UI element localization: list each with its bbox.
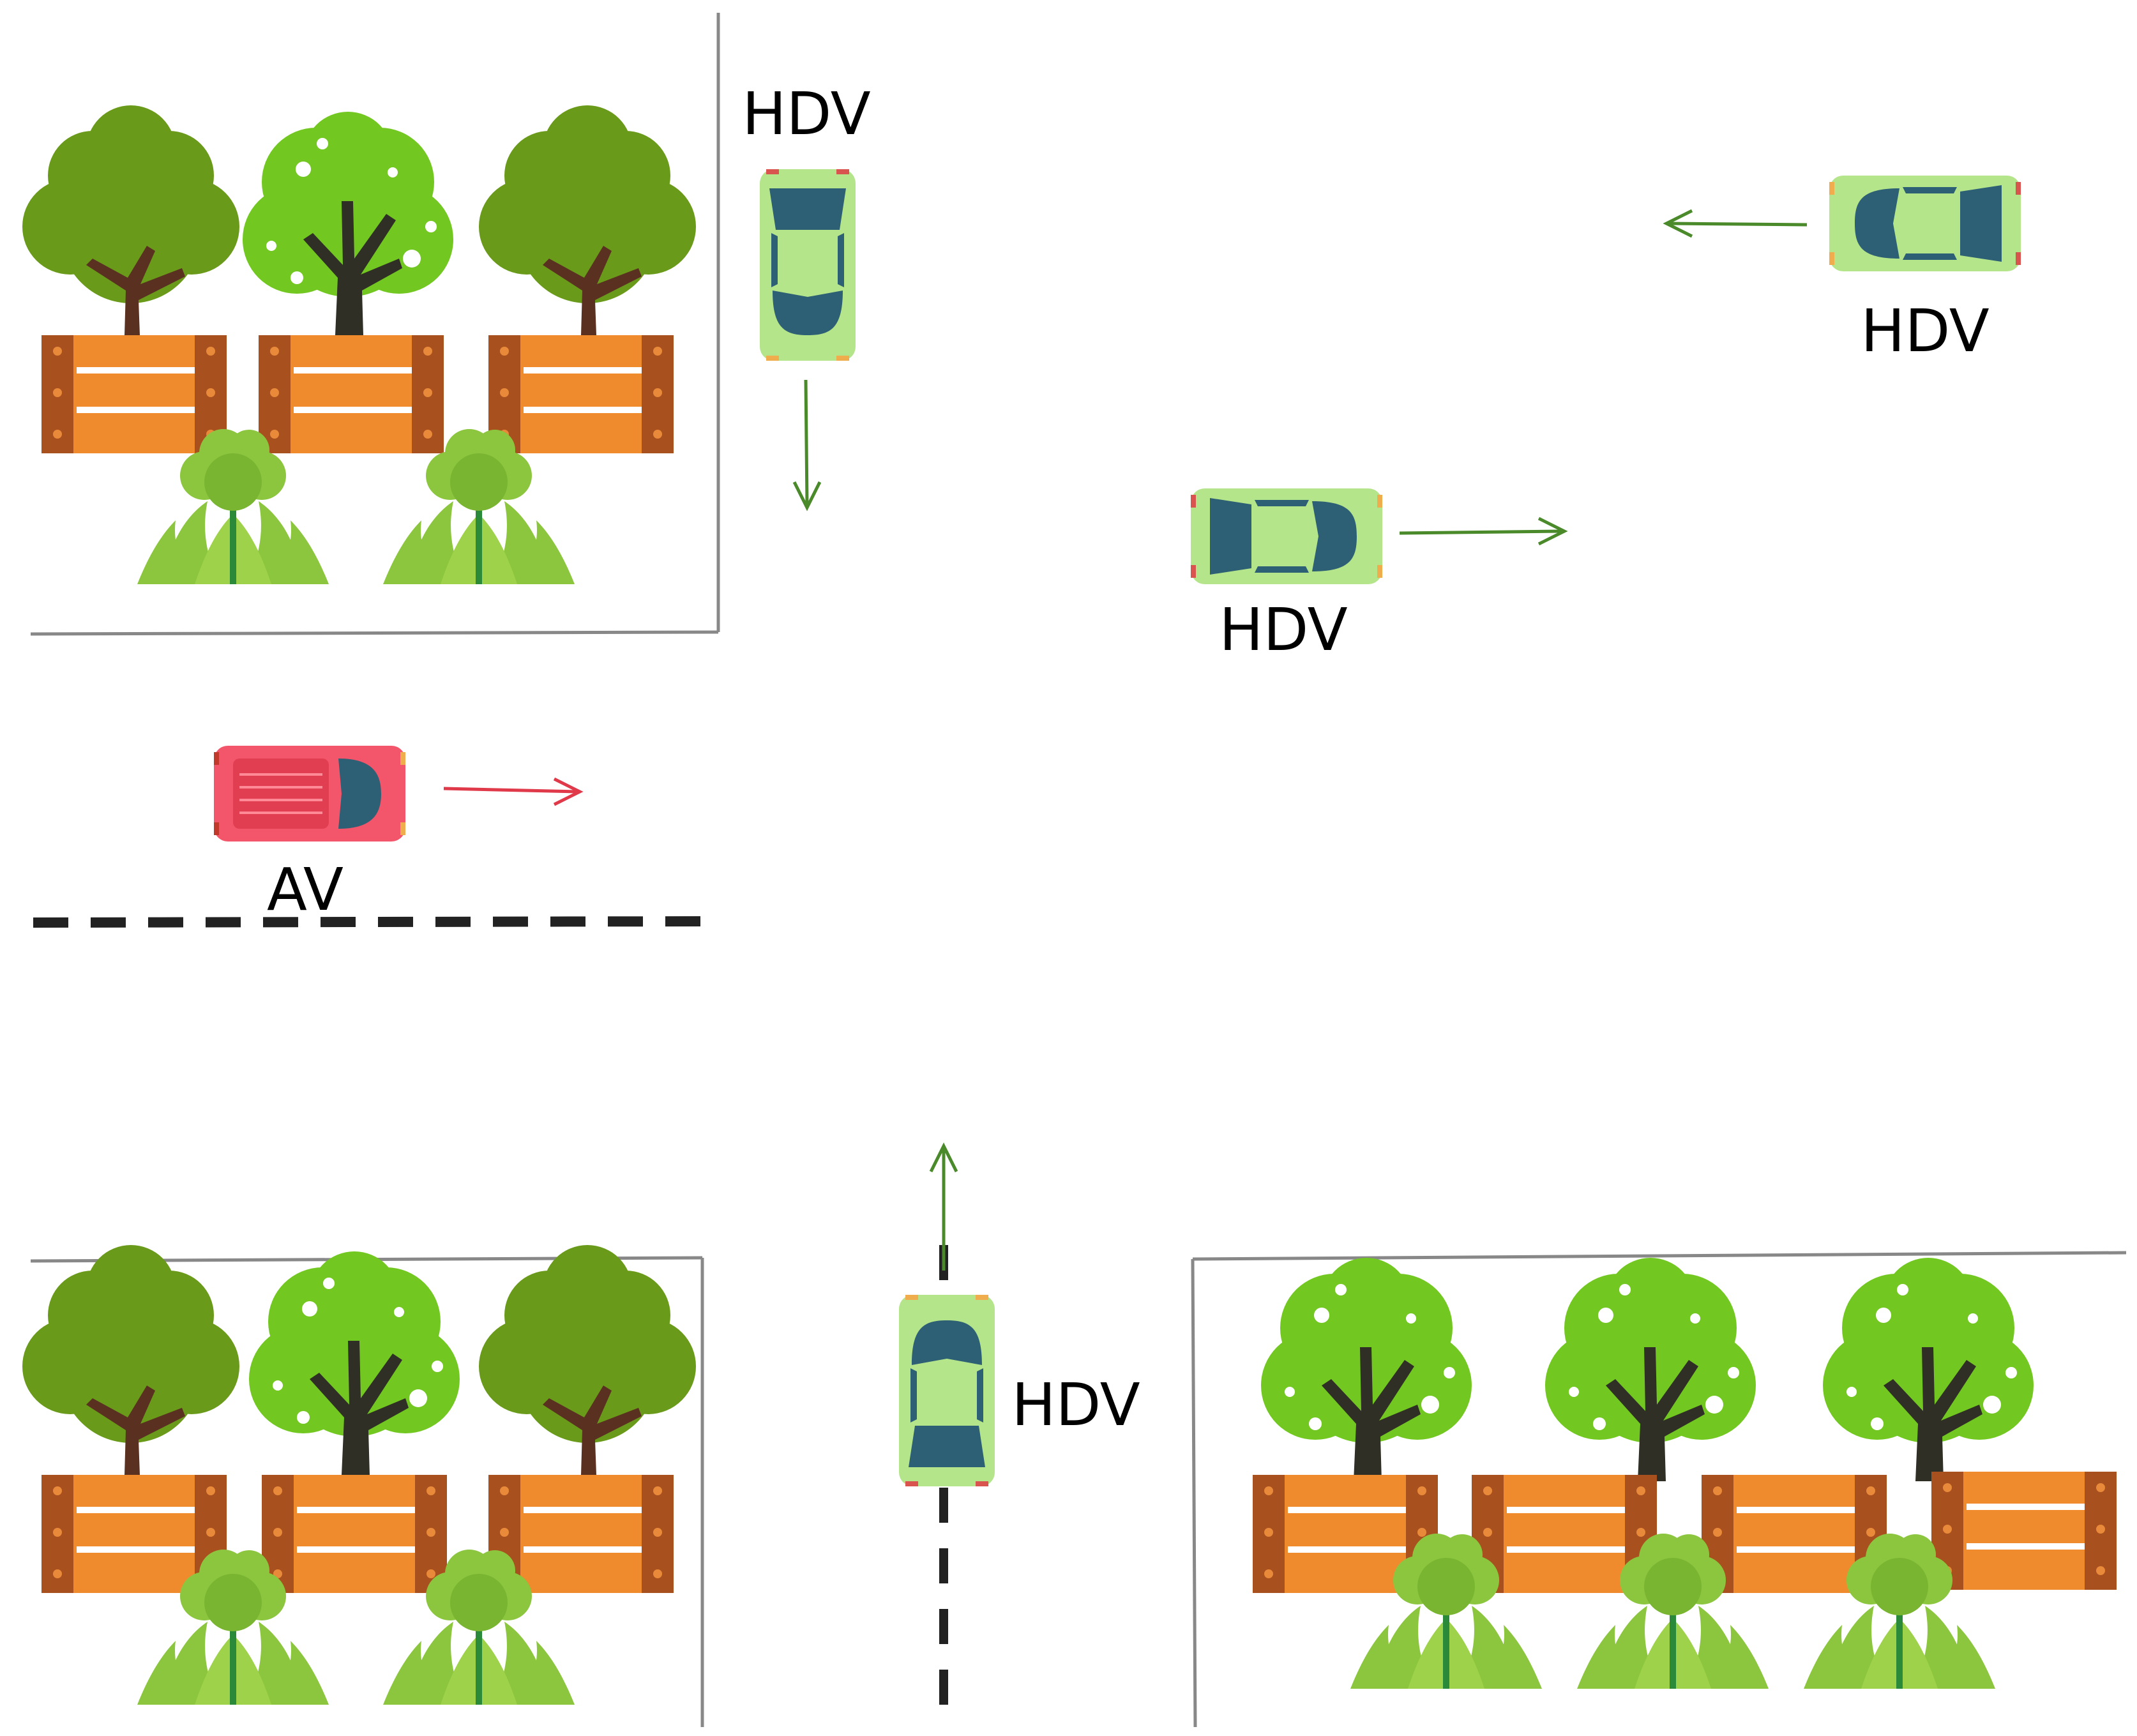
av-vehicle: AV (213, 744, 584, 924)
tree-dark-icon (22, 1245, 239, 1475)
car-icon (899, 1295, 995, 1486)
scenery-top-left (22, 105, 696, 584)
tree-light-icon (1545, 1258, 1756, 1481)
fence-icon (262, 1475, 447, 1593)
car-icon (1829, 176, 2021, 271)
car-icon (760, 169, 856, 361)
hdv-bottom-vehicle: HDV (899, 1142, 1140, 1486)
hdv-middle-vehicle: HDV (1191, 488, 1568, 664)
block-bottom-right (1191, 1251, 2127, 1728)
tree-light-icon (1261, 1258, 1472, 1481)
hdv-right-label: HDV (1861, 297, 1989, 365)
tree-light-icon (249, 1251, 460, 1475)
tree-dark-icon (479, 105, 696, 335)
car-icon (1191, 488, 1382, 584)
hdv-top-label: HDV (742, 80, 870, 148)
lane-marking-horizontal (33, 916, 713, 928)
hdv-middle-label: HDV (1219, 596, 1347, 664)
tree-dark-icon (22, 105, 239, 335)
tree-light-icon (1823, 1258, 2034, 1481)
car-icon (213, 744, 407, 843)
fence-icon (488, 335, 674, 453)
fence-icon (1931, 1472, 2117, 1590)
block-top-left (30, 13, 720, 636)
scenery-bottom-left (22, 1245, 696, 1705)
hdv-bottom-label: HDV (1011, 1371, 1140, 1439)
hdv-right-vehicle: HDV (1663, 176, 2021, 365)
fence-icon (42, 335, 227, 453)
fence-icon (259, 335, 444, 453)
tree-dark-icon (479, 1245, 696, 1475)
hdv-top-vehicle: HDV (742, 80, 871, 511)
av-label: AV (267, 856, 344, 924)
scenery-bottom-right (1253, 1258, 2117, 1689)
tree-light-icon (243, 112, 453, 335)
